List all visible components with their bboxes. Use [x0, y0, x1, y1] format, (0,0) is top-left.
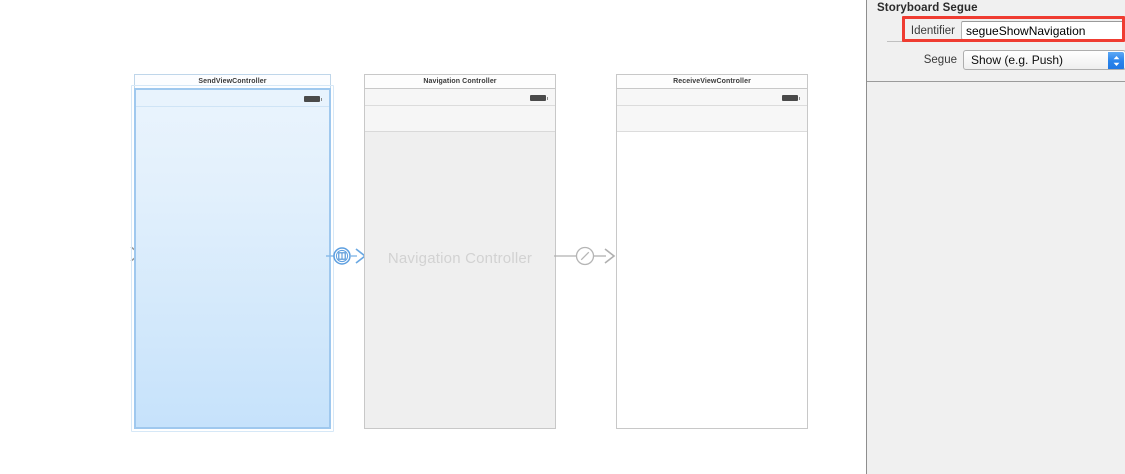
scene-body[interactable] [134, 88, 331, 429]
chevron-up-down-icon[interactable] [1108, 51, 1124, 69]
identifier-input[interactable] [961, 21, 1125, 40]
segue-popup-value: Show (e.g. Push) [971, 52, 1064, 67]
navigation-controller-placeholder-label: Navigation Controller [387, 250, 533, 267]
segue-connection-selected[interactable] [326, 243, 370, 269]
battery-icon [782, 95, 800, 101]
scene-title-label: SendViewController [198, 78, 267, 85]
status-bar [617, 89, 807, 106]
status-bar [365, 89, 555, 106]
section-title: Storyboard Segue [877, 2, 978, 14]
status-bar [136, 90, 329, 107]
scene-body[interactable] [616, 88, 808, 429]
inspector-empty-area [867, 83, 1125, 474]
identifier-row: Identifier [903, 20, 1125, 41]
battery-icon [530, 95, 548, 101]
attributes-inspector-panel: Storyboard Segue Identifier Segue Show (… [866, 0, 1125, 474]
battery-icon [304, 96, 322, 102]
navigation-bar [365, 106, 555, 132]
scene-titlebar[interactable]: Navigation Controller [364, 74, 556, 88]
navigation-bar [617, 106, 807, 132]
scene-send-view-controller[interactable]: SendViewController [131, 74, 334, 432]
scene-receive-view-controller[interactable]: ReceiveViewController [616, 74, 808, 429]
segue-row: Segue Show (e.g. Push) [903, 49, 1125, 70]
storyboard-canvas[interactable]: SendViewController Navigation Controller [0, 0, 866, 474]
scene-titlebar[interactable]: ReceiveViewController [616, 74, 808, 88]
scene-title-label: ReceiveViewController [673, 78, 751, 85]
scene-navigation-controller[interactable]: Navigation Controller Navigation Control… [364, 74, 556, 429]
segue-connection[interactable] [554, 243, 620, 269]
storyboard-segue-section: Storyboard Segue Identifier Segue Show (… [867, 0, 1125, 82]
scene-titlebar[interactable]: SendViewController [134, 74, 331, 88]
scene-title-label: Navigation Controller [423, 78, 497, 85]
segue-popup-button[interactable]: Show (e.g. Push) [963, 49, 1125, 70]
scene-body[interactable]: Navigation Controller [364, 88, 556, 429]
identifier-label: Identifier [910, 24, 955, 37]
divider [887, 41, 903, 42]
segue-label: Segue [923, 53, 957, 66]
